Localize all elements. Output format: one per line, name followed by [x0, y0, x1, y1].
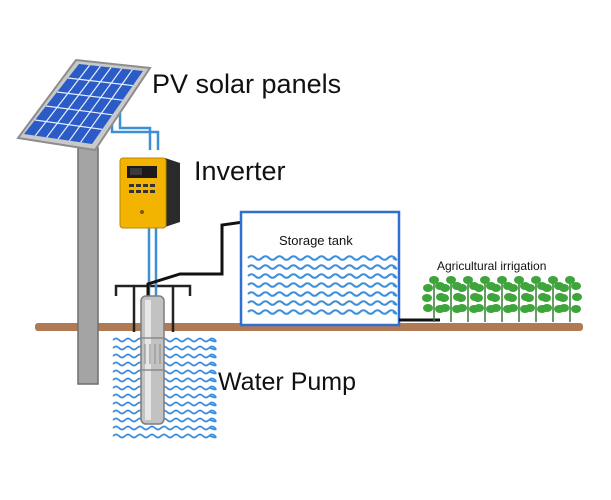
water-wave	[112, 393, 217, 399]
submersible-pump	[140, 295, 165, 425]
panel-cell-line	[34, 64, 91, 137]
water-wave	[112, 377, 217, 383]
panel-cell-line	[68, 68, 123, 142]
water-wave	[247, 300, 398, 306]
water-wave	[112, 337, 217, 343]
water-wave	[112, 425, 217, 431]
panel-cell-line	[56, 91, 123, 101]
water-wave	[247, 273, 398, 279]
water-wave	[247, 309, 398, 315]
label-pv-solar-panels: PV solar panels	[152, 69, 341, 99]
water-pipe	[146, 217, 266, 296]
panel-cell-line	[34, 119, 103, 130]
water-wave	[112, 401, 217, 407]
water-wave	[112, 417, 217, 423]
storage-tank	[239, 210, 401, 327]
solar-panel	[16, 58, 152, 152]
well-casing	[114, 284, 192, 332]
well-water	[112, 337, 217, 439]
tank-water	[247, 255, 398, 315]
water-wave	[247, 264, 398, 270]
water-wave	[247, 291, 398, 297]
mounting-pole	[77, 147, 99, 385]
inverter-unit	[119, 157, 180, 229]
water-wave	[112, 345, 217, 351]
water-wave	[112, 433, 217, 439]
water-wave	[247, 255, 398, 261]
panel-cell-line	[80, 69, 133, 143]
label-inverter: Inverter	[194, 156, 286, 186]
label-agricultural-irrigation: Agricultural irrigation	[437, 259, 546, 273]
water-wave	[112, 385, 217, 391]
water-wave	[247, 282, 398, 288]
panel-cell-line	[57, 67, 112, 140]
label-storage-tank: Storage tank	[279, 233, 353, 248]
crop-plant	[558, 276, 582, 322]
water-wave	[112, 361, 217, 367]
label-water-pump: Water Pump	[218, 368, 356, 396]
crop-plant	[473, 276, 497, 322]
crop-plants	[422, 276, 582, 322]
water-wave	[112, 353, 217, 359]
panel-cell-line	[46, 65, 101, 138]
panel-cell-line	[45, 105, 113, 116]
water-wave	[112, 369, 217, 375]
water-wave	[112, 409, 217, 415]
panel-cell-line	[67, 77, 133, 87]
